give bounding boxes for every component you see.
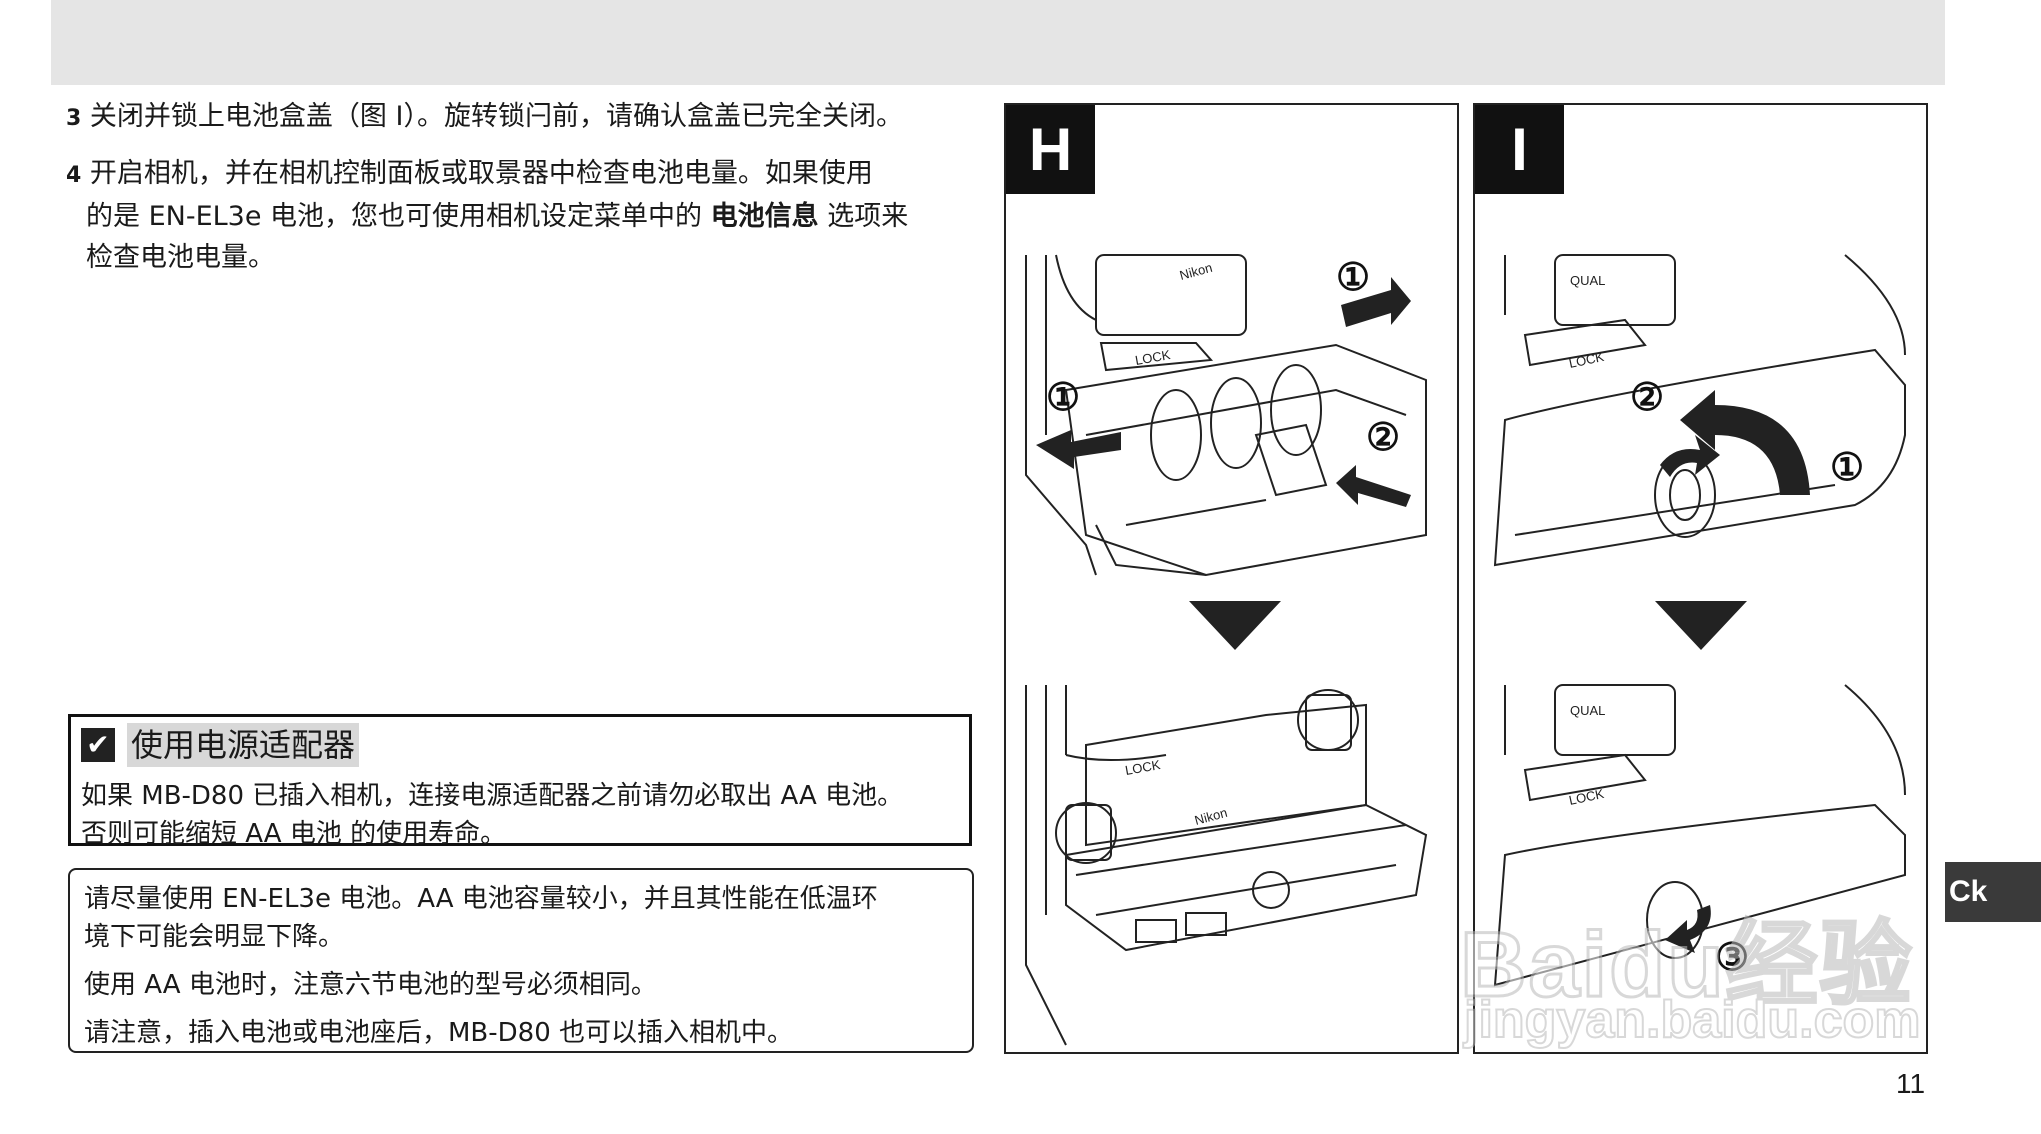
step-text-segment: 的是 EN-EL3e 电池，您也可使用相机设定菜单中的 <box>86 201 711 232</box>
menu-item-battery-info: 电池信息 <box>710 201 819 232</box>
step-marker-1: ① <box>1046 377 1080 419</box>
battery-cover-illustration: ② ① ③ QUAL LOCK QUAL LOCK <box>1493 254 1906 987</box>
note-body: 如果 MB-D80 已插入相机，连接电源适配器之前请勿必取出 AA 电池。 否则… <box>81 777 961 853</box>
battery-holder-illustration: ① ① ② Nikon LOCK Nikon LOCK <box>1025 254 1428 1046</box>
svg-text:LOCK: LOCK <box>1568 349 1606 371</box>
step-text-line-2: 的是 EN-EL3e 电池，您也可使用相机设定菜单中的 电池信息 选项来 <box>66 196 978 237</box>
header-bar <box>51 0 1945 85</box>
page-number: 11 <box>1896 1068 1926 1099</box>
step-text-line-1: 开启相机，并在相机控制面板或取景器中检查电池电量。如果使用 <box>89 158 873 189</box>
baidu-watermark: Baidu经验 jingyan.baidu.com <box>1459 890 1930 1051</box>
note-title-text: 使用电源适配器 <box>127 723 360 767</box>
power-adapter-note: ✔ 使用电源适配器 如果 MB-D80 已插入相机，连接电源适配器之前请勿必取出… <box>68 714 972 849</box>
step-3: 3 关闭并锁上电池盒盖（图 I）。旋转锁闩前，请确认盒盖已完全关闭。 <box>66 96 978 139</box>
step-marker-1: ① <box>1336 257 1370 299</box>
info-line: 境下可能会明显下降。 <box>84 922 345 952</box>
svg-text:QUAL: QUAL <box>1570 273 1605 288</box>
check-mark-icon: ✔ <box>81 728 115 762</box>
svg-text:LOCK: LOCK <box>1568 786 1606 808</box>
step-marker-3: ③ <box>1715 937 1749 979</box>
panel-letter: H <box>1006 105 1095 194</box>
step-text-line-3: 检查电池电量。 <box>86 242 275 273</box>
info-line: 使用 AA 电池时，注意六节电池的型号必须相同。 <box>84 970 657 1000</box>
step-number: 3 <box>66 106 82 131</box>
step-marker-2: ② <box>1366 417 1400 459</box>
step-number: 4 <box>66 163 82 188</box>
note-line-2: 否则可能缩短 AA 电池 的使用寿命。 <box>81 819 507 849</box>
info-box: 请尽量使用 EN-EL3e 电池。AA 电池容量较小，并且其性能在低温环 境下可… <box>68 868 974 1053</box>
figure-panel-i: I ② ① ③ <box>1473 103 1928 1054</box>
watermark-logo: Baidu经验 <box>1459 913 1914 1018</box>
svg-text:LOCK: LOCK <box>1134 347 1172 368</box>
section-tab: Ck <box>1945 862 2041 922</box>
step-4: 4 开启相机，并在相机控制面板或取景器中检查电池电量。如果使用 的是 EN-EL… <box>66 153 978 278</box>
info-line: 请尽量使用 EN-EL3e 电池。AA 电池容量较小，并且其性能在低温环 <box>84 884 878 914</box>
svg-text:QUAL: QUAL <box>1570 703 1605 718</box>
step-text-segment: 选项来 <box>818 201 909 232</box>
note-line-1: 如果 MB-D80 已插入相机，连接电源适配器之前请勿必取出 AA 电池。 <box>81 781 904 811</box>
watermark-url: jingyan.baidu.com <box>1463 990 1921 1050</box>
svg-text:LOCK: LOCK <box>1124 757 1162 778</box>
step-marker-2: ② <box>1630 377 1664 419</box>
panel-letter: I <box>1475 105 1564 194</box>
step-text: 关闭并锁上电池盒盖（图 I）。旋转锁闩前，请确认盒盖已完全关闭。 <box>89 101 903 132</box>
info-line: 请注意，插入电池或电池座后，MB-D80 也可以插入相机中。 <box>84 1018 794 1048</box>
step-marker-1: ① <box>1830 447 1864 489</box>
svg-text:Nikon: Nikon <box>1178 260 1214 283</box>
note-title: ✔ 使用电源适配器 <box>81 723 360 767</box>
figure-panel-h: H <box>1004 103 1459 1054</box>
